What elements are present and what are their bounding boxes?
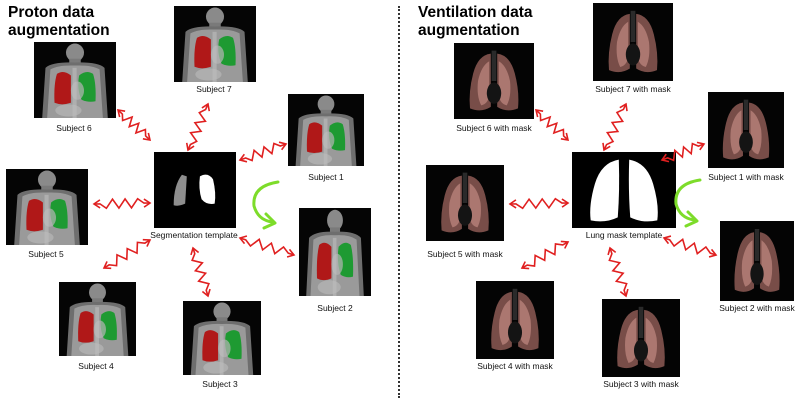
- proton-subject-6-image: [34, 42, 116, 118]
- ventilation-subject-2-with-mask-image: [720, 221, 794, 301]
- ventilation-title-line1: Ventilation data: [418, 4, 533, 21]
- proton-subject-4-caption: Subject 4: [78, 361, 114, 371]
- arrow-mask-subject-4: [520, 240, 570, 270]
- proton-subject-7-caption: Subject 7: [196, 84, 232, 94]
- arrow-mask-subject-5: [508, 197, 570, 210]
- proton-subject-1-image: [288, 94, 364, 166]
- proton-subject-1-caption: Subject 1: [308, 172, 344, 182]
- ventilation-subject-4-with-mask-image: [476, 281, 554, 359]
- proton-subject-2-image: [299, 208, 371, 296]
- arrow-template-subject-3: [190, 246, 211, 298]
- ventilation-subject-6-with-mask-image: [454, 43, 534, 119]
- arrow-template-subject-6: [116, 109, 152, 141]
- ventilation-subject-4-with-mask-caption: Subject 4 with mask: [477, 361, 553, 371]
- proton-subject-3-caption: Subject 3: [202, 379, 238, 389]
- ventilation-subject-6-with-mask-caption: Subject 6 with mask: [456, 123, 532, 133]
- proton-subject-3-image: [183, 301, 261, 375]
- ventilation-subject-1-with-mask-caption: Subject 1 with mask: [708, 172, 784, 182]
- arrow-mask-subject-6: [534, 109, 570, 141]
- proton-title: Proton data augmentation: [8, 4, 110, 40]
- section-divider: [398, 6, 400, 398]
- lung-mask-template-caption: Lung mask template: [585, 230, 663, 240]
- arrow-template-subject-5: [92, 197, 152, 210]
- proton-subject-5-caption: Subject 5: [28, 249, 64, 259]
- arrow-template-subject-7: [185, 102, 211, 152]
- proton-subject-6-caption: Subject 6: [56, 123, 92, 133]
- arrow-mask-subject-2: [662, 235, 718, 258]
- proton-subject-5-image: [6, 169, 88, 245]
- ventilation-subject-2-with-mask-caption: Subject 2 with mask: [719, 303, 795, 313]
- ventilation-subject-3-with-mask-image: [602, 299, 680, 377]
- arrow-template-subject-2: [238, 235, 296, 258]
- arrow-mask-subject-7: [602, 102, 628, 152]
- ventilation-rotation-arrow: [674, 178, 702, 228]
- proton-rotation-arrow: [252, 180, 280, 230]
- proton-title-line2: augmentation: [8, 22, 110, 39]
- arrow-template-subject-1: [238, 141, 288, 163]
- lung-mask-template-image: [572, 152, 676, 228]
- ventilation-subject-5-with-mask-image: [426, 165, 504, 241]
- proton-title-line1: Proton data: [8, 4, 95, 21]
- arrow-mask-subject-3: [607, 246, 629, 298]
- proton-subject-2-caption: Subject 2: [317, 303, 353, 313]
- ventilation-subject-5-with-mask-caption: Subject 5 with mask: [427, 249, 503, 259]
- ventilation-title-line2: augmentation: [418, 22, 520, 39]
- segmentation-template-image: [154, 152, 236, 228]
- ventilation-subject-7-with-mask-image: [593, 3, 673, 81]
- arrow-template-subject-4: [102, 238, 152, 270]
- segmentation-template-caption: Segmentation template: [150, 230, 238, 240]
- ventilation-title: Ventilation data augmentation: [418, 4, 533, 40]
- ventilation-subject-1-with-mask-image: [708, 92, 784, 168]
- ventilation-subject-7-with-mask-caption: Subject 7 with mask: [595, 84, 671, 94]
- proton-subject-7-image: [174, 6, 256, 82]
- ventilation-subject-3-with-mask-caption: Subject 3 with mask: [603, 379, 679, 389]
- proton-subject-4-image: [59, 282, 136, 356]
